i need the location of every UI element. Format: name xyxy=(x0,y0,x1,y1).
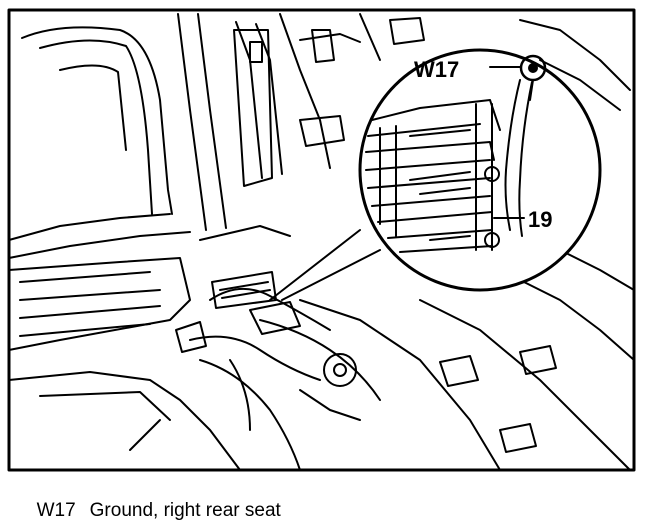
caption-code: W17 xyxy=(36,500,76,521)
magnifier-leader-lines xyxy=(269,229,381,301)
vehicle-body-structure xyxy=(8,13,631,259)
rear-seat-cushion xyxy=(8,257,241,471)
caption-text: Ground, right rear seat xyxy=(89,500,281,521)
wiring-harness xyxy=(175,225,381,471)
ground-point-w17 xyxy=(489,54,547,101)
callout-19: 19 xyxy=(528,207,552,232)
figure-caption: W17 Ground, right rear seat xyxy=(26,478,281,522)
magnified-detail xyxy=(358,48,602,292)
floor-panel xyxy=(299,249,635,471)
callout-w17: W17 xyxy=(414,57,459,82)
